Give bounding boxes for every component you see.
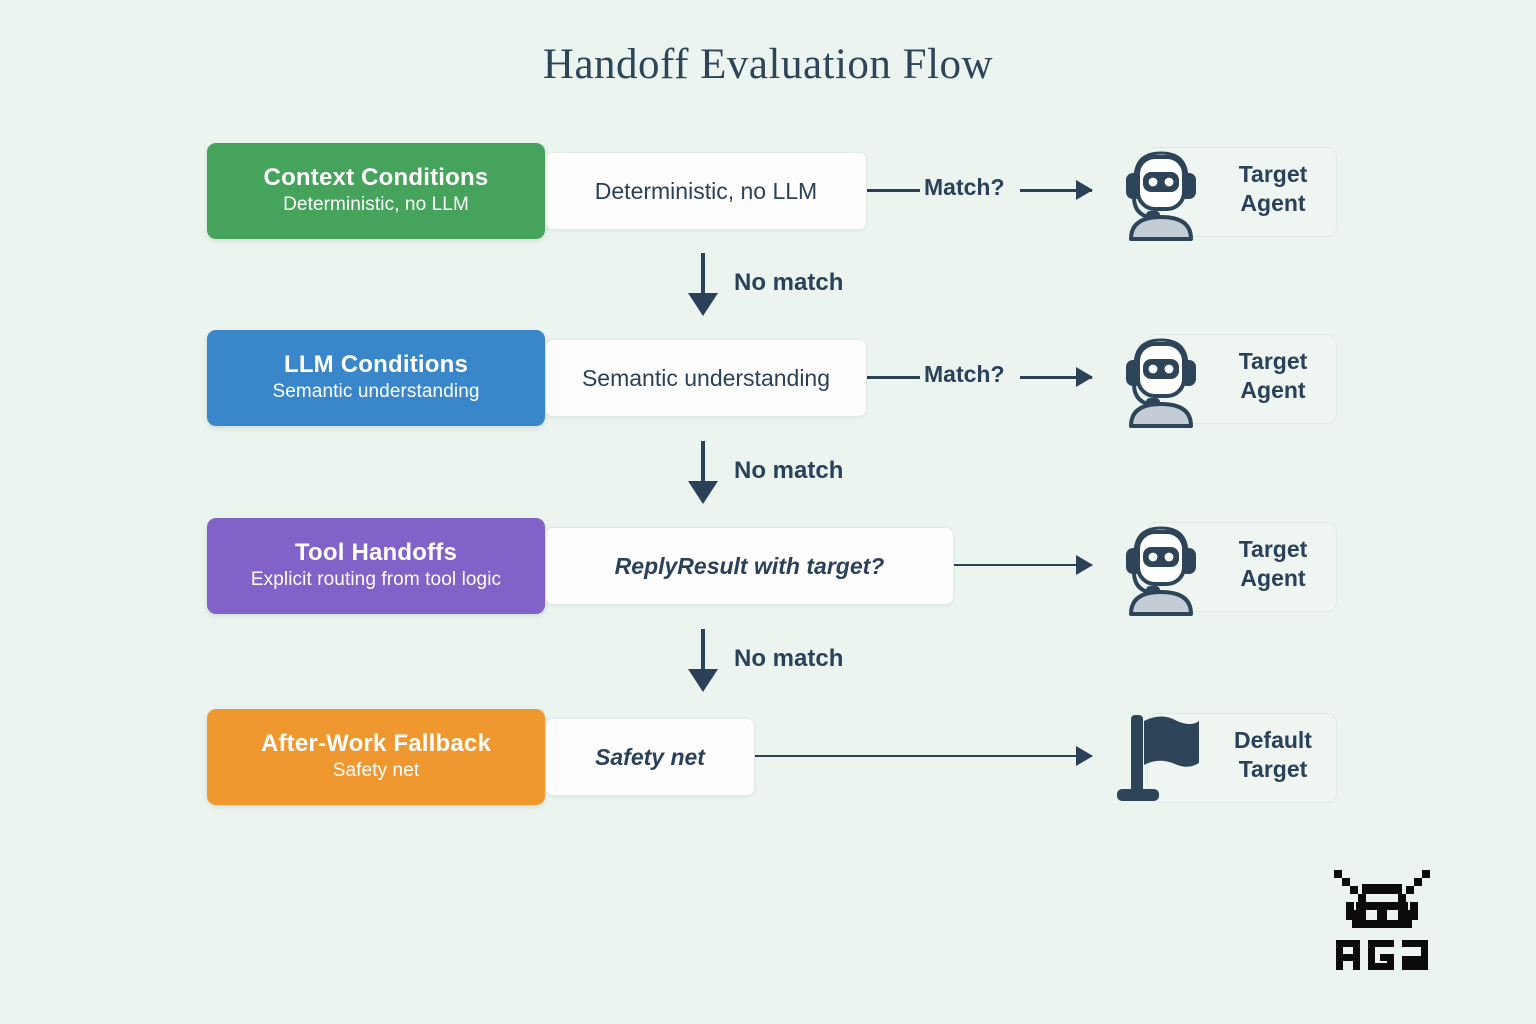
category-subtitle: Safety net [332, 760, 420, 782]
description-text: ReplyResult with target? [614, 552, 885, 579]
category-subtitle: Explicit routing from tool logic [250, 569, 502, 591]
ag2-logo [1332, 862, 1432, 970]
support-bot-icon [1113, 330, 1209, 428]
category-box-llm-conditions[interactable]: LLM Conditions Semantic understanding [207, 330, 545, 426]
vertical-line [701, 253, 705, 297]
connector-line-left [867, 189, 920, 192]
no-match-connector-3: No match [0, 629, 1536, 709]
target-label-line1: Target [1238, 161, 1308, 187]
target-label-line2: Agent [1240, 190, 1306, 217]
category-title: After-Work Fallback [260, 729, 492, 757]
description-text: Safety net [595, 743, 705, 770]
target-label-line2: Agent [1240, 377, 1306, 404]
page-title: Handoff Evaluation Flow [542, 41, 994, 88]
arrowhead-icon [1076, 180, 1093, 200]
target-label: Target Agent [1218, 347, 1328, 406]
connector-line-right [954, 564, 1092, 566]
target-label: Target Agent [1218, 535, 1328, 594]
vertical-line [701, 629, 705, 673]
flow-row-llm-conditions: LLM Conditions Semantic understanding Se… [0, 330, 1536, 440]
category-box-context-conditions[interactable]: Context Conditions Deterministic, no LLM [207, 143, 545, 239]
no-match-label: No match [734, 645, 844, 672]
flow-row-context-conditions: Context Conditions Deterministic, no LLM… [0, 143, 1536, 253]
vertical-line [701, 441, 705, 485]
target-label: Target Agent [1218, 160, 1328, 219]
target-label-line1: Default [1234, 727, 1312, 753]
edge-label-match: Match? [924, 174, 1005, 200]
category-title: Context Conditions [263, 163, 489, 191]
target-label-line2: Target [1238, 756, 1308, 783]
no-match-label: No match [734, 269, 844, 296]
description-box-tool-handoffs: ReplyResult with target? [545, 527, 954, 605]
support-bot-icon [1113, 143, 1209, 241]
category-box-tool-handoffs[interactable]: Tool Handoffs Explicit routing from tool… [207, 518, 545, 614]
connector-line-right [1020, 189, 1092, 192]
description-text: Deterministic, no LLM [594, 177, 818, 204]
no-match-connector-1: No match [0, 253, 1536, 333]
flow-row-tool-handoffs: Tool Handoffs Explicit routing from tool… [0, 518, 1536, 628]
description-box-context-conditions: Deterministic, no LLM [545, 152, 867, 230]
arrowhead-icon [1076, 746, 1093, 766]
arrowhead-icon [1076, 367, 1093, 387]
description-text: Semantic understanding [581, 364, 831, 391]
connector-line-left [867, 376, 920, 379]
no-match-label: No match [734, 457, 844, 484]
target-label-line1: Target [1238, 536, 1308, 562]
connector-line-right [755, 755, 1092, 757]
flag-icon [1113, 711, 1203, 805]
category-title: Tool Handoffs [294, 538, 458, 566]
target-label-line1: Target [1238, 348, 1308, 374]
category-box-after-work-fallback[interactable]: After-Work Fallback Safety net [207, 709, 545, 805]
description-box-llm-conditions: Semantic understanding [545, 339, 867, 417]
category-title: LLM Conditions [283, 350, 469, 378]
arrow-down-icon [688, 669, 718, 692]
target-label: Default Target [1218, 726, 1328, 785]
arrowhead-icon [1076, 555, 1093, 575]
edge-label-match: Match? [924, 361, 1005, 387]
arrow-down-icon [688, 481, 718, 504]
connector-line-right [1020, 376, 1092, 379]
support-bot-icon [1113, 518, 1209, 616]
arrow-down-icon [688, 293, 718, 316]
no-match-connector-2: No match [0, 441, 1536, 521]
description-box-after-work-fallback: Safety net [545, 718, 755, 796]
target-label-line2: Agent [1240, 565, 1306, 592]
category-subtitle: Deterministic, no LLM [283, 194, 469, 216]
category-subtitle: Semantic understanding [272, 381, 480, 403]
flow-row-after-work-fallback: After-Work Fallback Safety net Safety ne… [0, 709, 1536, 819]
